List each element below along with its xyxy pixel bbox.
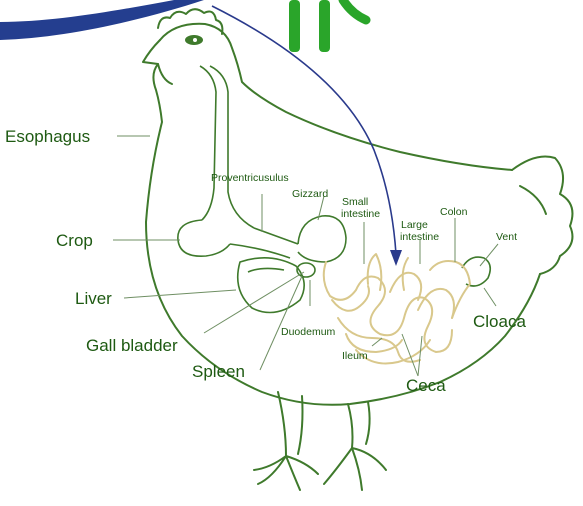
label-esophagus: Esophagus xyxy=(5,127,90,146)
logo-green-arc xyxy=(343,0,366,20)
label-ceca: Ceca xyxy=(406,376,446,395)
label-ileum: Ileum xyxy=(342,350,368,362)
label-liver: Liver xyxy=(75,289,112,308)
label-proventriculus: Proventricusulus xyxy=(211,172,289,184)
esophagus-tube xyxy=(200,66,216,220)
logo-green-bar-right xyxy=(319,0,330,52)
intestines xyxy=(324,254,470,364)
label-spleen: Spleen xyxy=(192,362,245,381)
proventriculus-shape xyxy=(230,228,298,258)
label-cloaca: Cloaca xyxy=(473,312,526,331)
logo-blue-swoosh xyxy=(0,0,210,40)
crop-shape xyxy=(178,220,230,256)
label-small-intestine-line1: Small xyxy=(342,196,368,208)
digestive-tract xyxy=(178,66,490,313)
label-crop: Crop xyxy=(56,231,93,250)
gizzard-shape xyxy=(298,216,346,262)
label-large-intestine-line2: intestine xyxy=(400,231,439,243)
chicken-outline xyxy=(143,9,572,490)
label-gall-bladder: Gall bladder xyxy=(86,336,178,355)
label-gizzard: Gizzard xyxy=(292,188,328,200)
label-large-intestine-line1: Large xyxy=(401,219,428,231)
liver-shape xyxy=(238,258,304,313)
label-duodenum: Duodemum xyxy=(281,326,336,338)
logo-green-bar-left xyxy=(289,0,300,52)
label-small-intestine-line2: intestine xyxy=(341,208,380,220)
label-vent: Vent xyxy=(496,231,517,243)
label-colon: Colon xyxy=(440,206,468,218)
